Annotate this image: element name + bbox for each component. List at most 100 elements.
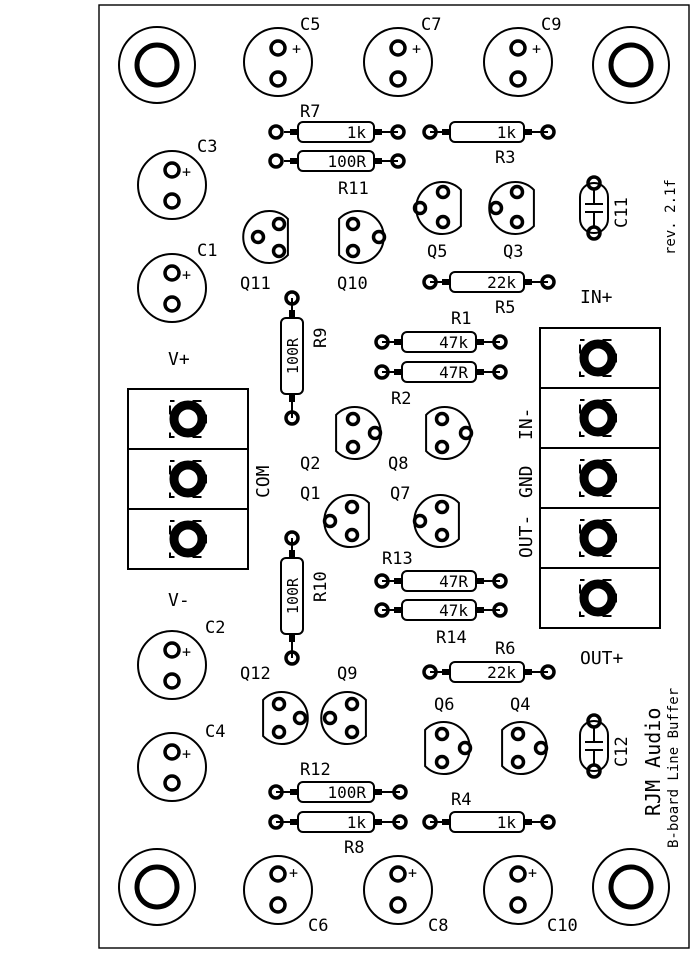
label-gnd: GND [516,465,537,498]
transistor-label: Q1 [300,484,320,504]
transistor-label: Q10 [337,274,368,294]
terminal-pad-v-minus [169,520,207,558]
transistor-label: Q2 [300,454,320,474]
resistor-r7: 1k R7 [268,102,406,143]
label-out-minus: OUT- [516,515,537,558]
transistor-label: Q12 [240,664,271,684]
capacitor-c11: C11 [579,175,632,241]
capacitor-c6: + C6 [243,855,328,936]
signal-terminal-block [539,327,661,629]
resistor-r5: 22k R5 [422,271,556,318]
transistor-q3: Q3 [488,181,535,262]
capacitor-polarity-mark: + [292,40,301,58]
resistor-r9: 100R R9 [280,290,331,426]
transistor-label: Q3 [503,242,523,262]
transistor-q10: Q10 [337,210,387,294]
resistor-label: R3 [495,148,515,168]
capacitor-label: C6 [308,916,328,936]
resistor-value: 1k [497,813,517,832]
resistor-r8: 1k R8 [268,811,408,858]
resistor-label: R11 [338,179,369,199]
label-in-minus: IN- [516,407,537,440]
capacitor-c7: + C7 [363,15,441,97]
resistor-value: 100R [327,152,366,171]
resistor-r12: 100R R12 [268,760,408,803]
transistor-q9: Q9 [320,664,367,745]
transistor-label: Q8 [388,454,408,474]
capacitor-c3: + C3 [137,137,217,220]
terminal-pad-out-minus [579,519,617,557]
terminal-pad-in-minus [579,399,617,437]
board-revision: rev. 2.1f [663,179,679,255]
capacitor-label: C11 [612,197,632,228]
resistor-value: 1k [497,123,517,142]
resistor-r14: 47k R14 [374,599,508,648]
transistor-label: Q6 [434,695,454,715]
resistor-value: 1k [347,123,367,142]
mounting-hole-bottom-left [118,848,196,926]
transistor-label: Q4 [510,695,530,715]
capacitor-label: C5 [300,15,320,35]
resistor-value: 47k [439,333,468,352]
capacitor-label: C8 [428,916,448,936]
transistor-q7: Q7 [390,484,460,548]
terminal-pad-gnd [579,459,617,497]
resistor-value: 47k [439,601,468,620]
mounting-hole-top-left [118,26,196,104]
capacitor-polarity-mark: + [182,643,191,661]
transistor-q5: Q5 [412,181,462,262]
resistor-r10: 100R R10 [280,530,331,666]
terminal-pad-out-plus [579,579,617,617]
capacitor-polarity-mark: + [182,266,191,284]
terminal-pad-v-plus [169,400,207,438]
resistor-value: 1k [347,813,367,832]
capacitor-polarity-mark: + [182,745,191,763]
resistor-r3: 1k R3 [422,121,556,168]
board-outline [98,4,690,949]
resistor-label: R4 [451,790,471,810]
transistor-label: Q11 [240,274,271,294]
terminal-pad-in-plus [579,339,617,377]
capacitor-polarity-mark: + [182,163,191,181]
resistor-r4: 1k R4 [422,790,556,833]
resistor-label: R12 [300,760,331,780]
resistor-r2: 47R R2 [374,361,508,409]
resistor-label: R5 [495,298,515,318]
capacitor-label: C10 [547,916,578,936]
capacitor-c8: + C8 [363,855,448,936]
capacitor-polarity-mark: + [289,864,298,882]
resistor-label: R10 [311,571,331,602]
board-product-name: B-board Line Buffer [666,688,682,848]
capacitor-polarity-mark: + [408,864,417,882]
label-in-plus: IN+ [580,287,613,308]
capacitor-label: C3 [197,137,217,157]
resistor-label: R8 [344,838,364,858]
resistor-value: 47R [439,572,468,591]
transistor-label: Q5 [427,242,447,262]
power-terminal-block [127,388,249,570]
label-v-plus: V+ [168,349,190,370]
transistor-q2: Q2 [300,406,383,474]
capacitor-c1: + C1 [137,241,217,323]
mounting-hole-top-right [592,26,670,104]
resistor-label: R1 [451,309,471,329]
transistor-q1: Q1 [300,484,370,548]
resistor-label: R2 [391,389,411,409]
capacitor-label: C12 [612,736,632,767]
resistor-r6: 22k R6 [422,639,556,683]
label-out-plus: OUT+ [580,648,624,669]
capacitor-c10: + C10 [483,855,578,936]
resistor-label: R9 [311,328,331,348]
capacitor-label: C4 [205,722,225,742]
label-v-minus: V- [168,590,190,611]
capacitor-c9: + C9 [483,15,561,97]
capacitor-c5: + C5 [243,15,320,97]
capacitor-c12: C12 [579,713,632,779]
transistor-q8: Q8 [388,406,474,474]
resistor-label: R13 [382,549,413,569]
capacitor-polarity-mark: + [528,864,537,882]
transistor-label: Q7 [390,484,410,504]
resistor-value: 47R [439,363,468,382]
capacitor-c4: + C4 [137,722,225,802]
resistor-value: 22k [487,663,516,682]
